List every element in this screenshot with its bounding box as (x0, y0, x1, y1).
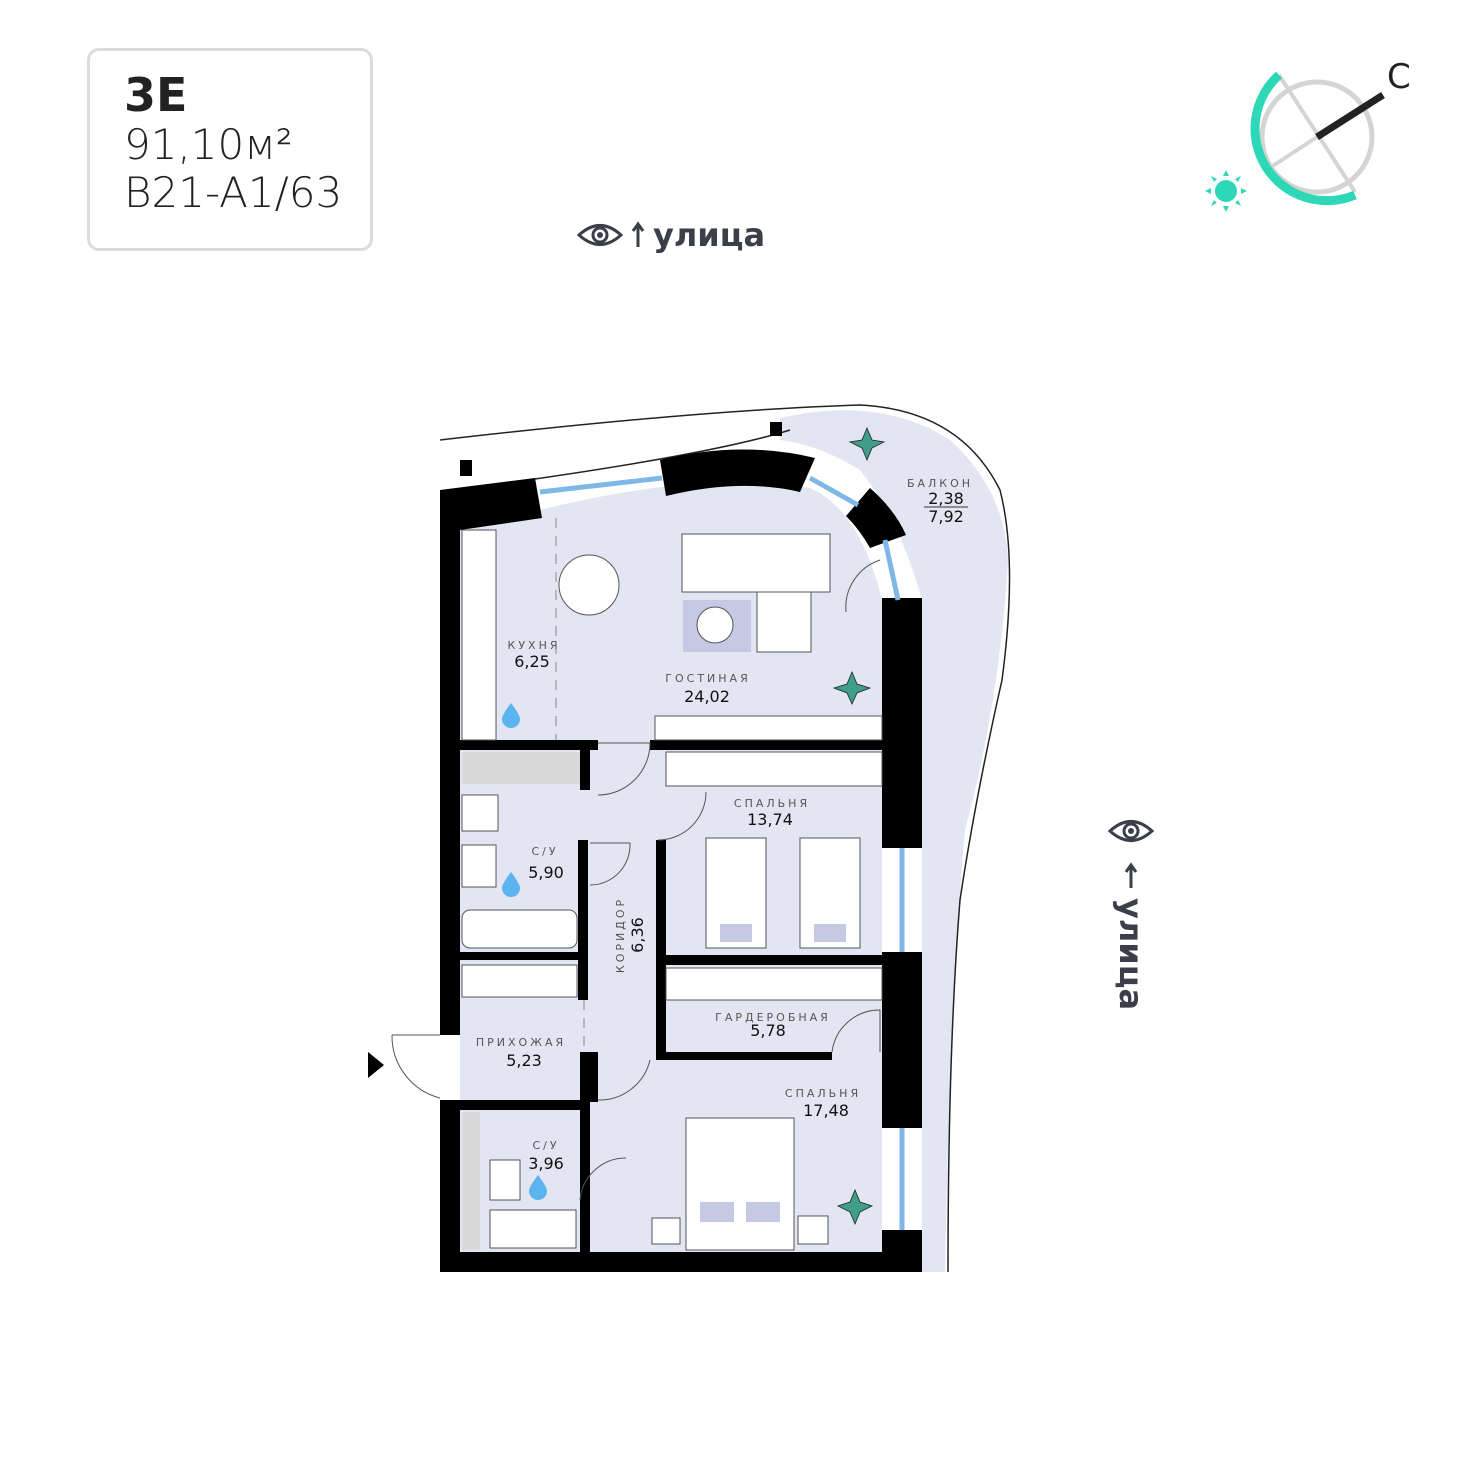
compass: С (1205, 57, 1411, 212)
room-area-balcony: 2,38 (928, 489, 964, 508)
room-area-bath-1: 5,90 (528, 863, 564, 882)
sun-arc (1250, 71, 1357, 206)
arrow-up-icon (1124, 862, 1138, 888)
room-name-wardrobe: ГАРДЕРОБНАЯ (715, 1011, 831, 1024)
room-name-living: ГОСТИНАЯ (665, 672, 750, 685)
room-area-balcony-total: 7,92 (928, 507, 964, 526)
room-area-bedroom-1: 13,74 (747, 810, 793, 829)
walls (440, 422, 922, 1272)
room-name-bath-2: С/У (532, 1139, 559, 1152)
entrance-arrow-icon (368, 1052, 384, 1078)
room-name-bath-1: С/У (531, 845, 558, 858)
room-name-hall: ПРИХОЖАЯ (476, 1036, 566, 1049)
room-name-corridor: КОРИДОР (614, 897, 627, 973)
compass-line (1263, 135, 1319, 173)
doors (391, 559, 881, 1201)
room-area-kitchen: 6,25 (514, 652, 550, 671)
room-name-kitchen: КУХНЯ (508, 639, 561, 652)
room-area-wardrobe: 5,78 (750, 1021, 786, 1040)
room-area-bath-2: 3,96 (528, 1154, 564, 1173)
apartment-type-code: 3E (124, 68, 188, 122)
room-name-bedroom-1: СПАЛЬНЯ (734, 797, 810, 810)
sun-icon (1205, 170, 1247, 212)
water-drop-icon (502, 703, 547, 1200)
room-name-bedroom-2: СПАЛЬНЯ (785, 1087, 861, 1100)
eye-icon (577, 224, 623, 246)
compass-needle (1315, 92, 1385, 140)
arrow-up-icon (631, 221, 645, 247)
balcony-outline (439, 404, 1011, 1273)
furniture (461, 529, 883, 1251)
plant-icon (832, 426, 886, 1226)
street-view-right: улица (1108, 808, 1154, 1010)
apartment-number: B21-A1/63 (124, 168, 343, 217)
street-view-top: улица (577, 216, 765, 254)
apartment-info-card: 3E 91,10м² B21-A1/63 (87, 48, 373, 251)
compass-north-label: С (1387, 57, 1411, 97)
room-name-balcony: БАЛКОН (907, 477, 973, 490)
street-label-top: улица (653, 216, 766, 254)
apartment-area: 91,10м² (124, 120, 293, 169)
room-area-corridor: 6,36 (628, 917, 647, 953)
room-area-hall: 5,23 (506, 1051, 542, 1070)
windows (539, 475, 905, 1230)
room-area-living: 24,02 (684, 687, 730, 706)
eye-icon (1108, 820, 1154, 842)
pillows (700, 924, 846, 1222)
room-area-bedroom-2: 17,48 (803, 1101, 849, 1120)
compass-circle (1259, 79, 1375, 195)
